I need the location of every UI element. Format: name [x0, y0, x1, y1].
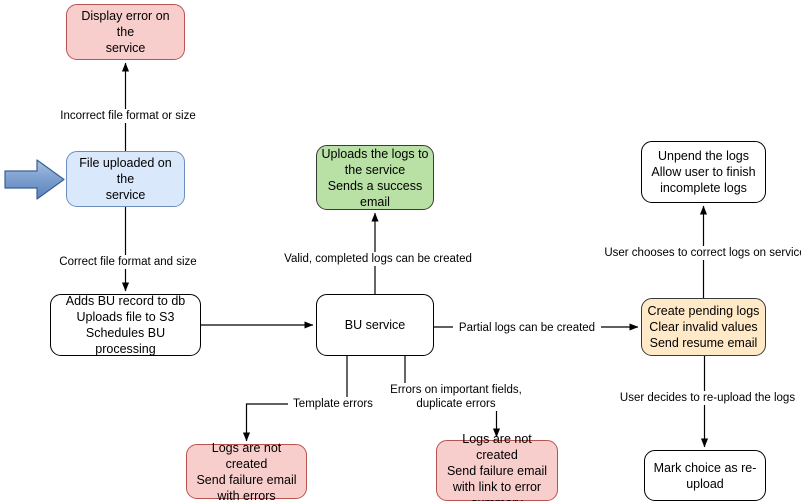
edge-label-errors-on-important-fields: Errors on important fields, duplicate er…: [386, 383, 526, 411]
node-unpend-logs-label: Unpend the logs Allow user to finish inc…: [651, 149, 756, 195]
node-create-pending-logs-label: Create pending logs Clear invalid values…: [647, 304, 760, 350]
start-input-arrow: [4, 159, 65, 200]
edge-label-incorrect-file-format: Incorrect file format or size: [55, 109, 201, 123]
node-logs-not-created-with-errors-label: Logs are not created Send failure email …: [196, 440, 297, 501]
edge-label-user-decides-to-reupload: User decides to re-upload the logs: [612, 391, 801, 405]
edge-label-template-errors: Template errors: [288, 397, 378, 411]
node-file-uploaded-label: File uploaded on the service: [79, 156, 172, 202]
node-logs-not-created-with-link[interactable]: Logs are not created Send failure email …: [436, 432, 558, 501]
edge-label-partial-logs: Partial logs can be created: [453, 321, 601, 335]
edge-label-user-chooses-to-correct-logs: User chooses to correct logs on service: [597, 246, 801, 260]
node-create-pending-logs[interactable]: Create pending logs Clear invalid values…: [641, 298, 766, 356]
node-uploads-logs-success[interactable]: Uploads the logs to the service Sends a …: [316, 145, 434, 210]
node-unpend-logs[interactable]: Unpend the logs Allow user to finish inc…: [641, 141, 766, 203]
node-adds-bu-record-label: Adds BU record to db Uploads file to S3 …: [65, 294, 186, 356]
node-mark-choice-as-reupload[interactable]: Mark choice as re- upload: [644, 450, 766, 501]
node-logs-not-created-with-errors[interactable]: Logs are not created Send failure email …: [186, 441, 307, 501]
edge-label-valid-completed-logs: Valid, completed logs can be created: [277, 252, 479, 266]
node-display-error-label: Display error on the service: [81, 9, 170, 55]
node-bu-service[interactable]: BU service: [316, 294, 434, 356]
node-uploads-logs-success-label: Uploads the logs to the service Sends a …: [321, 146, 429, 209]
edge-label-correct-file-format: Correct file format and size: [55, 255, 201, 269]
node-file-uploaded-on-the-service[interactable]: File uploaded on the service: [66, 151, 185, 207]
node-adds-bu-record[interactable]: Adds BU record to db Uploads file to S3 …: [50, 294, 201, 356]
node-display-error[interactable]: Display error on the service: [66, 4, 185, 60]
node-mark-choice-as-reupload-label: Mark choice as re- upload: [653, 460, 757, 491]
node-logs-not-created-with-link-label: Logs are not created Send failure email …: [446, 431, 548, 501]
node-bu-service-label: BU service: [344, 318, 406, 332]
